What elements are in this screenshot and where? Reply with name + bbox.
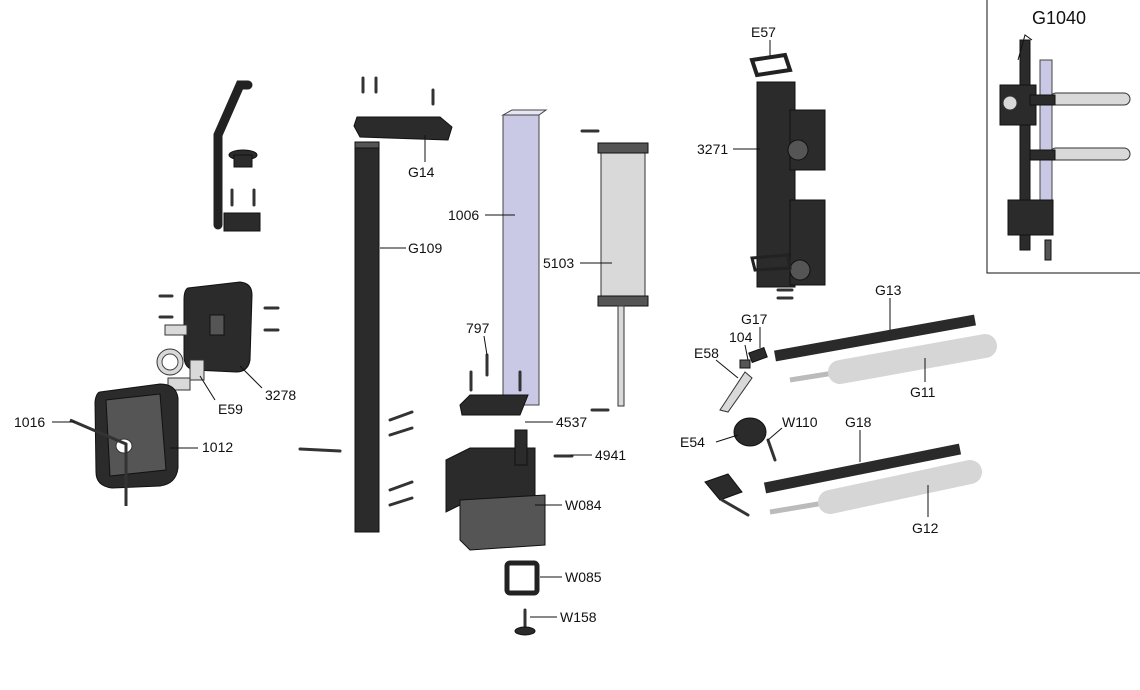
part-w158	[514, 608, 536, 636]
handle-assembly	[213, 80, 261, 232]
label-797: 797	[466, 320, 490, 336]
part-1012	[94, 383, 179, 489]
part-g109	[298, 141, 414, 533]
label-w158: W158	[560, 609, 597, 625]
inset-title: G1040	[1032, 8, 1086, 28]
label-g11: G11	[910, 384, 936, 400]
label-1016: 1016	[14, 414, 45, 430]
label-g109: G109	[408, 240, 442, 256]
part-3271	[750, 81, 826, 300]
label-4537: 4537	[556, 414, 587, 430]
part-g14	[353, 76, 453, 141]
label-g17: G17	[741, 311, 768, 327]
part-1016	[69, 418, 128, 506]
part-3278	[156, 281, 280, 391]
label-g12: G12	[912, 520, 939, 536]
handle-lever	[704, 473, 743, 501]
leader-lines	[52, 40, 929, 618]
part-e54-w110	[733, 417, 777, 462]
label-g13: G13	[875, 282, 902, 298]
label-104: 104	[729, 329, 753, 345]
assembly-inset: G1040	[986, 0, 1140, 274]
part-w085	[504, 560, 540, 596]
label-g14: G14	[408, 164, 435, 180]
label-e59: E59	[218, 401, 243, 417]
label-w084: W084	[565, 497, 602, 513]
label-1012: 1012	[202, 439, 233, 455]
label-4941: 4941	[595, 447, 626, 463]
label-3278: 3278	[265, 387, 296, 403]
label-3271: 3271	[697, 141, 728, 157]
part-w084	[445, 429, 574, 551]
part-g12	[769, 460, 982, 515]
part-g18	[763, 443, 962, 494]
part-g17-104	[739, 346, 768, 369]
part-g13	[774, 314, 976, 362]
part-e58	[719, 371, 753, 413]
part-1006	[459, 109, 548, 416]
label-w085: W085	[565, 569, 602, 585]
label-e57: E57	[751, 24, 776, 40]
part-g11	[789, 334, 997, 384]
label-e58: E58	[694, 345, 719, 361]
label-w110: W110	[782, 414, 818, 430]
label-e54: E54	[680, 434, 705, 450]
label-5103: 5103	[543, 255, 574, 271]
part-5103	[580, 129, 649, 412]
label-g18: G18	[845, 414, 872, 430]
part-e57	[749, 52, 793, 78]
label-1006: 1006	[448, 207, 479, 223]
